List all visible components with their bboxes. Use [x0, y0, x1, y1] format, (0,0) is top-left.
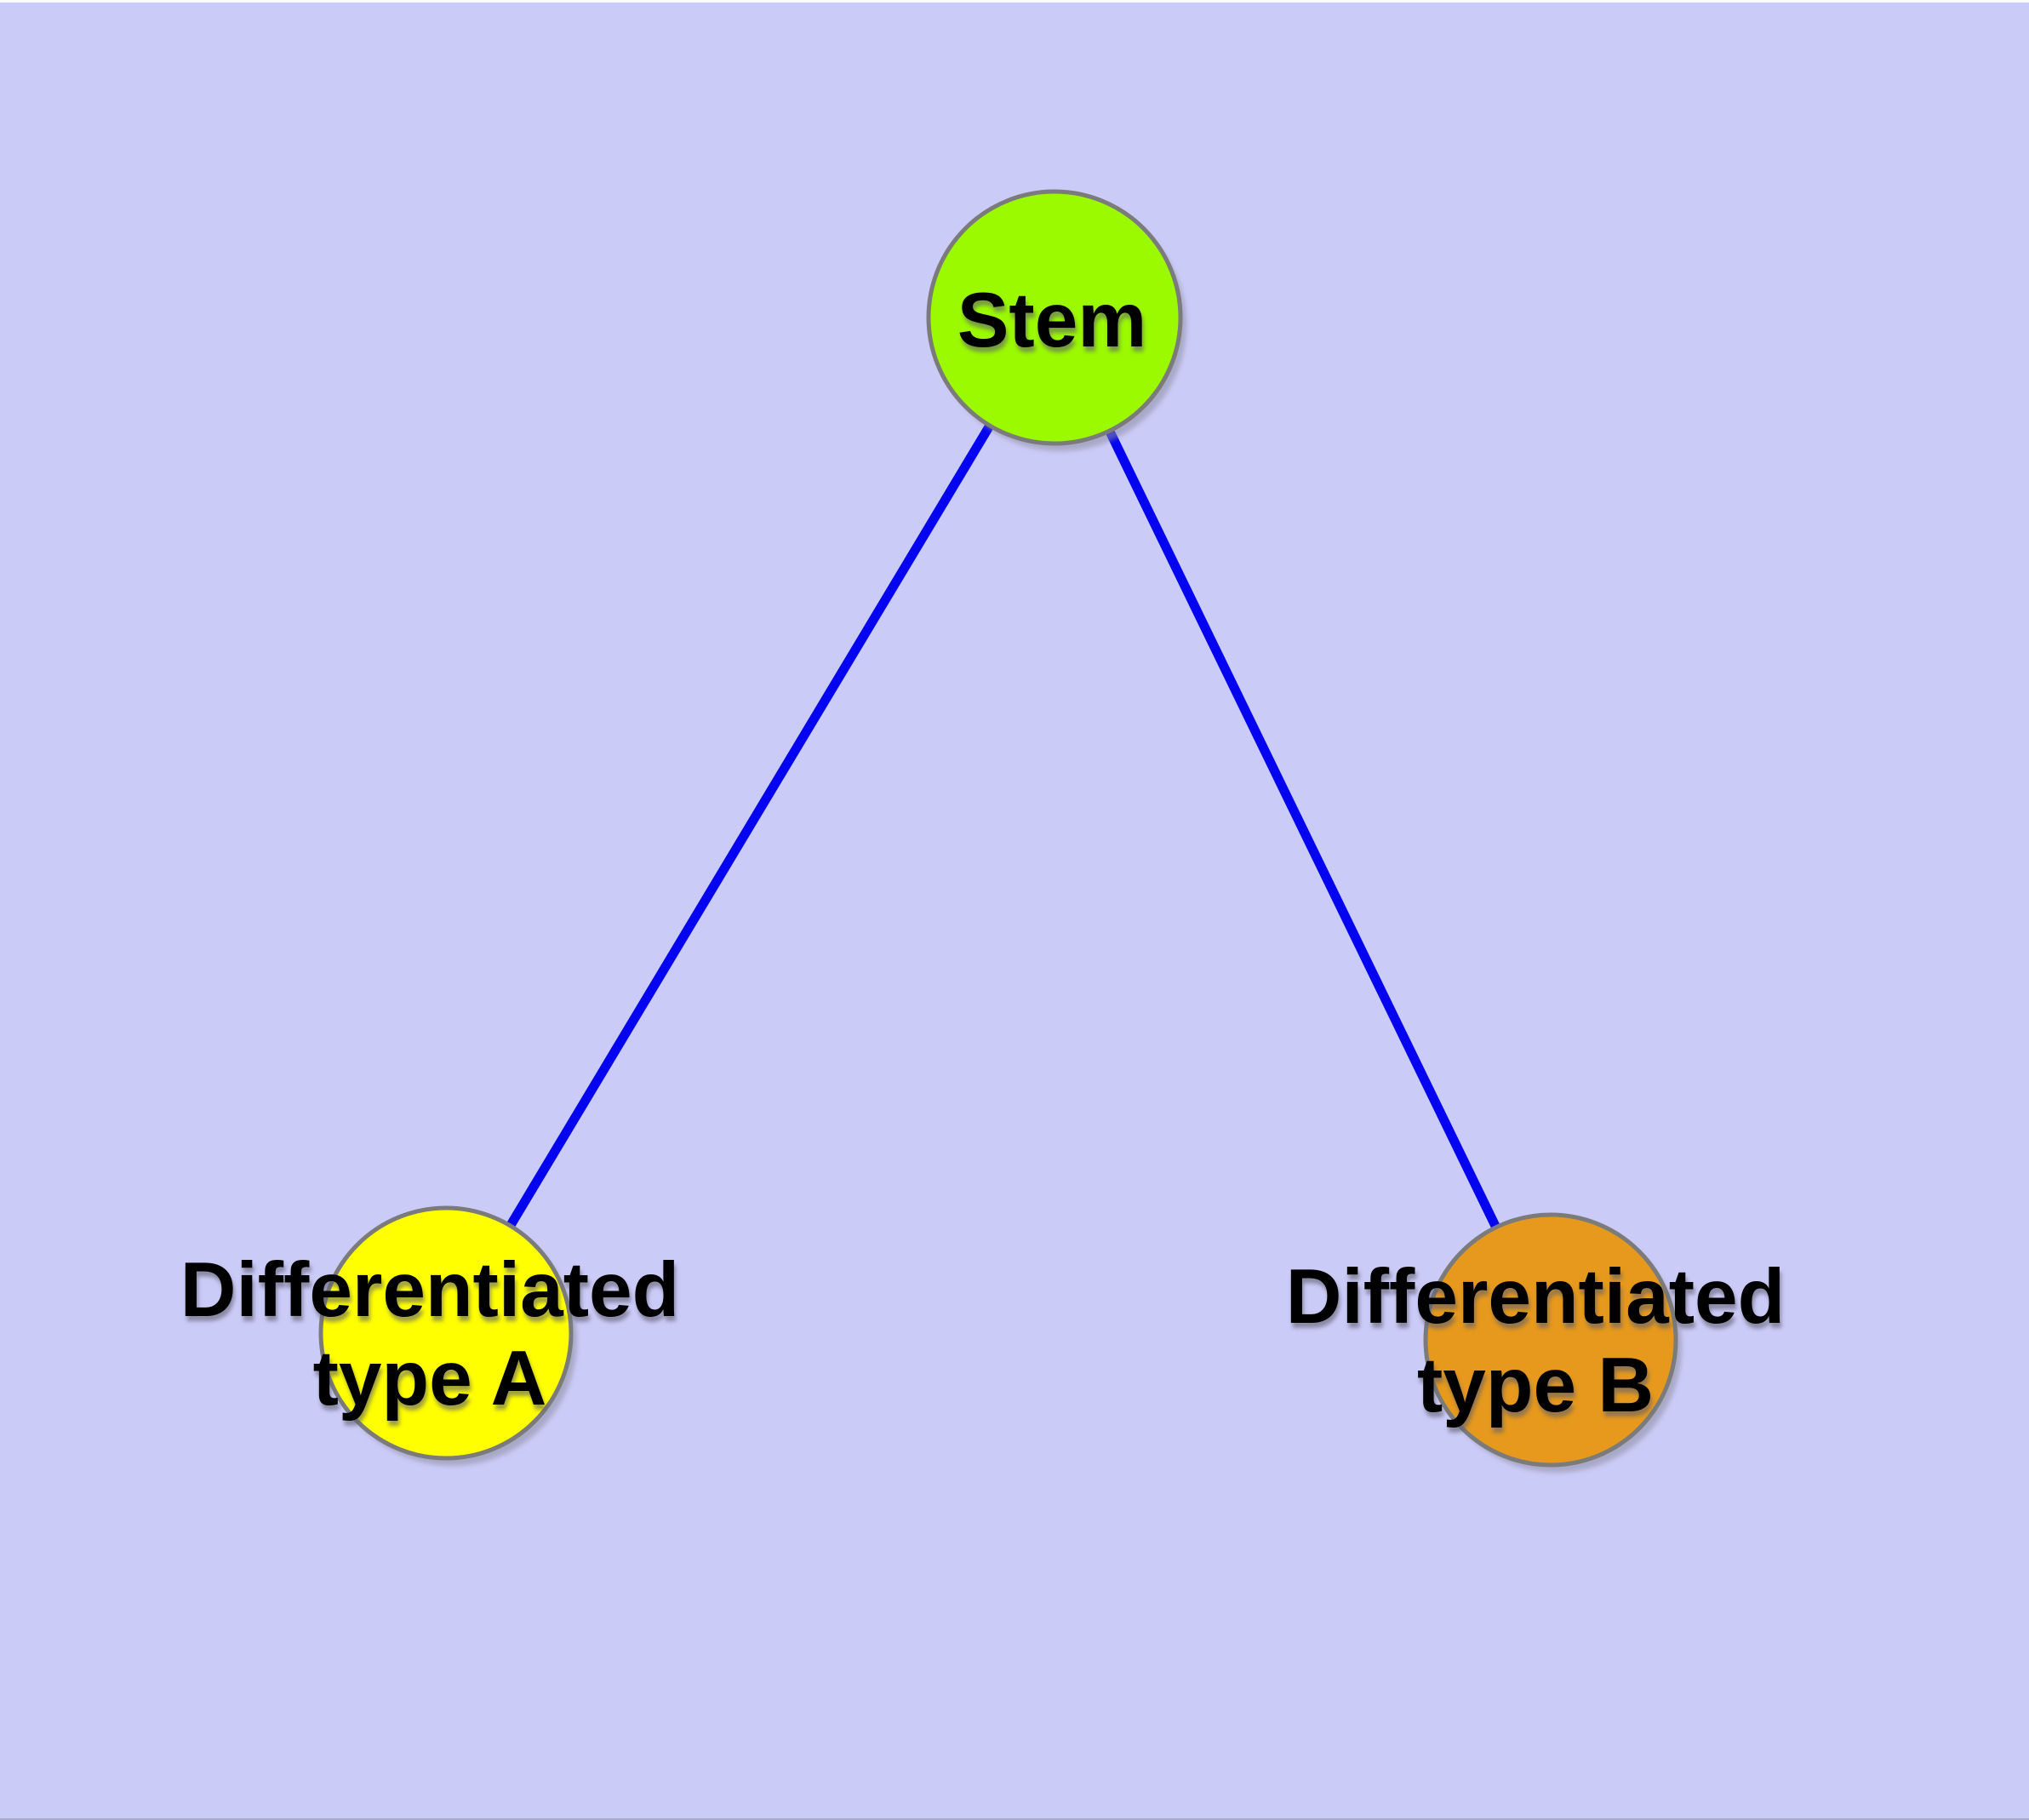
- stem-node-circle: [926, 189, 1183, 446]
- type-a-label-line2: type A: [312, 1336, 547, 1422]
- type-b-node-label: Differentiated type B: [1286, 1253, 1786, 1430]
- type-a-node-label: Differentiated type A: [180, 1246, 680, 1423]
- edge-stem-to-type-b: [1050, 315, 1555, 1342]
- stem-node-label: Stem: [957, 278, 1147, 363]
- bottom-edge-line: [0, 1818, 2029, 1820]
- top-edge-highlight: [0, 0, 2029, 3]
- type-a-label-line1: Differentiated: [180, 1247, 680, 1333]
- type-b-label-line2: type B: [1416, 1342, 1655, 1428]
- type-b-label-line1: Differentiated: [1285, 1254, 1786, 1340]
- type-a-node-circle: [318, 1205, 574, 1461]
- edge-stem-to-type-a: [442, 315, 1059, 1336]
- type-b-node-circle: [1423, 1212, 1678, 1468]
